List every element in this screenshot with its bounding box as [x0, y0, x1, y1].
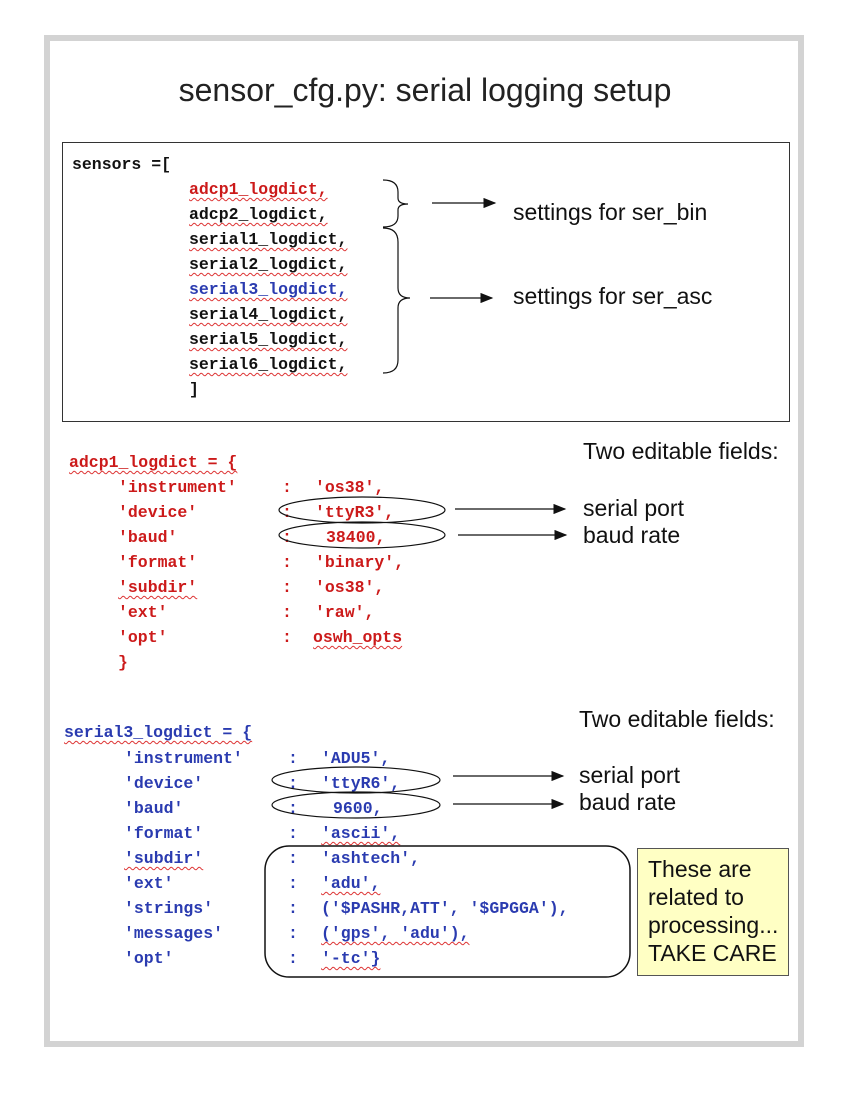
ellipse-adcp1-device [278, 496, 446, 524]
adcp1-key-subdir: 'subdir' [118, 578, 198, 597]
serial3-baud-rate-label: baud rate [579, 789, 677, 815]
adcp1-key-device: 'device' [118, 503, 198, 522]
serial3-key-opt: 'opt' [124, 949, 174, 968]
brace-ser-asc [382, 227, 411, 374]
adcp1-value-format: 'binary', [315, 553, 405, 572]
ellipse-serial3-baud [271, 791, 441, 819]
note-line: TAKE CARE [648, 940, 777, 966]
adcp1-closing: } [118, 653, 128, 672]
sensor-item-serial1: serial1_logdict, [189, 230, 348, 249]
serial3-colon: : [288, 949, 298, 968]
serial3-value-instrument: 'ADU5', [321, 749, 391, 768]
adcp1-value-opt: oswh_opts [313, 628, 403, 647]
adcp1-value-subdir: 'os38', [315, 578, 385, 597]
serial3-key-subdir: 'subdir' [124, 849, 204, 868]
note-line: These are [648, 856, 752, 882]
label-ser-asc: settings for ser_asc [513, 283, 713, 309]
serial3-value-format: 'ascii', [321, 824, 401, 843]
adcp1-key-format: 'format' [118, 553, 198, 572]
processing-fields-box [264, 845, 631, 978]
caution-note: These are related to processing... TAKE … [637, 848, 789, 976]
label-ser-bin: settings for ser_bin [513, 199, 708, 225]
adcp1-colon: : [282, 478, 292, 497]
adcp1-header: adcp1_logdict = { [69, 453, 238, 472]
adcp1-serial-port-label: serial port [583, 495, 684, 521]
adcp1-colon: : [282, 528, 292, 547]
sensors-code-box [62, 142, 790, 422]
sensors-closing: ] [189, 380, 199, 399]
serial3-editable-label: Two editable fields: [579, 706, 775, 732]
sensor-item-serial3: serial3_logdict, [189, 280, 348, 299]
serial3-serial-port-label: serial port [579, 762, 680, 788]
adcp1-baud-rate-label: baud rate [583, 522, 681, 548]
serial3-value-strings: ('$PASHR,ATT', '$GPGGA'), [321, 899, 569, 918]
serial3-colon: : [288, 799, 298, 818]
serial3-colon: : [288, 924, 298, 943]
sensor-item-serial4: serial4_logdict, [189, 305, 348, 324]
sensor-item-serial5: serial5_logdict, [189, 330, 348, 349]
serial3-colon: : [288, 824, 298, 843]
page-title: sensor_cfg.py: serial logging setup [178, 72, 672, 108]
adcp1-colon: : [282, 603, 292, 622]
serial3-key-messages: 'messages' [124, 924, 224, 943]
adcp1-value-device: 'ttyR3', [315, 503, 395, 522]
adcp1-key-ext: 'ext' [118, 603, 168, 622]
serial3-colon: : [288, 874, 298, 893]
serial3-value-baud: 9600, [333, 799, 383, 818]
serial3-key-baud: 'baud' [124, 799, 184, 818]
brace-ser-bin [382, 179, 409, 228]
adcp1-colon: : [282, 503, 292, 522]
serial3-key-device: 'device' [124, 774, 204, 793]
adcp1-colon: : [282, 578, 292, 597]
serial3-key-strings: 'strings' [124, 899, 214, 918]
sensor-item-serial2: serial2_logdict, [189, 255, 348, 274]
serial3-value-ext: 'adu', [321, 874, 381, 893]
serial3-value-device: 'ttyR6', [321, 774, 401, 793]
serial3-value-subdir: 'ashtech', [321, 849, 421, 868]
serial3-key-format: 'format' [124, 824, 204, 843]
adcp1-editable-label: Two editable fields: [583, 438, 779, 464]
serial3-key-ext: 'ext' [124, 874, 174, 893]
serial3-header: serial3_logdict = { [64, 723, 253, 742]
adcp1-value-instrument: 'os38', [315, 478, 385, 497]
adcp1-key-opt: 'opt' [118, 628, 168, 647]
serial3-colon: : [288, 849, 298, 868]
serial3-colon: : [288, 774, 298, 793]
serial3-colon: : [288, 749, 298, 768]
adcp1-colon: : [282, 628, 292, 647]
sensor-item-serial6: serial6_logdict, [189, 355, 348, 374]
sensors-header: sensors =[ [72, 155, 172, 174]
serial3-value-opt: '-tc'} [321, 949, 381, 968]
ellipse-adcp1-baud [278, 521, 446, 549]
ellipse-serial3-device [271, 766, 441, 794]
sensor-item-adcp1: adcp1_logdict, [189, 180, 328, 199]
sensor-item-adcp2: adcp2_logdict, [189, 205, 328, 224]
note-line: processing... [648, 912, 779, 938]
note-line: related to [648, 884, 744, 910]
adcp1-key-baud: 'baud' [118, 528, 178, 547]
serial3-colon: : [288, 899, 298, 918]
adcp1-value-ext: 'raw', [315, 603, 375, 622]
serial3-key-instrument: 'instrument' [124, 749, 243, 768]
adcp1-colon: : [282, 553, 292, 572]
adcp1-value-baud: 38400, [326, 528, 386, 547]
adcp1-key-instrument: 'instrument' [118, 478, 237, 497]
serial3-value-messages: ('gps', 'adu'), [321, 924, 470, 943]
